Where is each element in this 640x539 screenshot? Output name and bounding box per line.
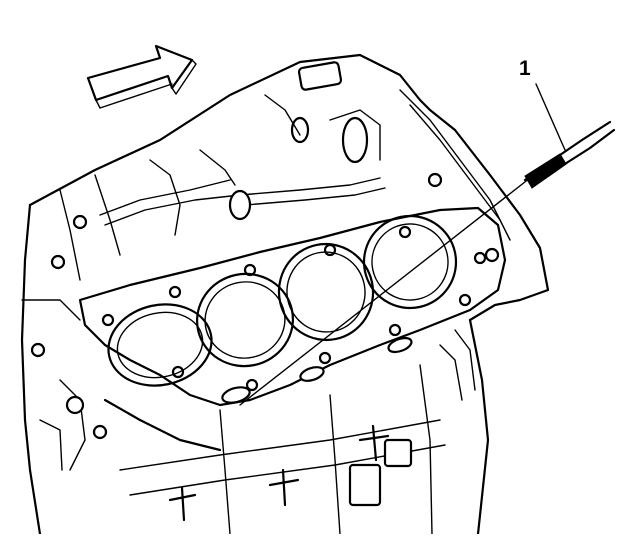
- lower-block-details: [30, 329, 476, 535]
- cylinder-bore-4: [362, 214, 458, 310]
- gasket-locator-pin: [523, 120, 616, 189]
- callout-label-1: 1: [519, 57, 531, 80]
- direction-arrow-icon: [86, 44, 197, 109]
- head-gasket: [78, 206, 507, 407]
- callout-leader-line: [239, 83, 566, 406]
- cylinder-bore-1: [107, 303, 213, 387]
- engine-block-outline: [20, 53, 550, 536]
- valley-components: [50, 61, 511, 270]
